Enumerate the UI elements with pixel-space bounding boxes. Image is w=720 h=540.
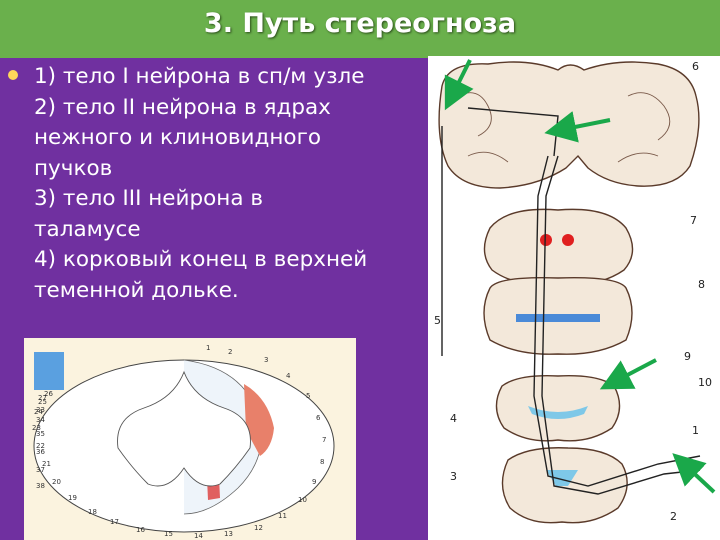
label-left-fig-25: 25 bbox=[38, 398, 47, 406]
text-line-6: таламусе bbox=[34, 216, 141, 242]
text-line-7: 4) корковый конец в верхней bbox=[34, 247, 368, 272]
label-left-fig-15: 15 bbox=[164, 530, 173, 538]
label-left-fig-3: 3 bbox=[264, 356, 268, 364]
gray-matter bbox=[117, 370, 251, 487]
label-left-fig-36: 36 bbox=[36, 448, 45, 456]
bullet-text: 1) тело I нейрона в сп/м узле 2) тело II… bbox=[34, 62, 434, 306]
label-left-fig-7: 7 bbox=[322, 436, 326, 444]
midbrain-section bbox=[483, 208, 634, 286]
label-left-fig-6: 6 bbox=[316, 414, 321, 422]
bullet-icon bbox=[8, 70, 18, 80]
blue-tract-top-left bbox=[34, 352, 64, 390]
label-left-fig-27: 27 bbox=[38, 394, 47, 402]
label-left-fig-16: 16 bbox=[136, 526, 145, 534]
text-line-3: нежного и клиновидного bbox=[34, 125, 322, 150]
label-left-fig-37: 37 bbox=[36, 466, 45, 474]
label-left-fig-8: 8 bbox=[320, 458, 324, 466]
title-bar bbox=[0, 0, 720, 58]
label-3: 3 bbox=[450, 470, 457, 483]
label-left-fig-14: 14 bbox=[194, 532, 203, 540]
medulla-section bbox=[495, 375, 621, 442]
medial-lemniscus-medulla bbox=[528, 406, 588, 419]
label-left-fig-9: 9 bbox=[312, 478, 316, 486]
label-left-fig-18: 18 bbox=[88, 508, 97, 516]
text-line-5: 3) тело III нейрона в bbox=[34, 186, 264, 211]
slide-title: 3. Путь стереогноза bbox=[203, 8, 517, 39]
label-left-fig-24: 24 bbox=[34, 408, 43, 416]
label-left-fig-21: 21 bbox=[42, 460, 51, 468]
label-left-fig-1: 1 bbox=[206, 344, 210, 352]
pathway-line-2 bbox=[541, 155, 701, 495]
label-left-fig-11: 11 bbox=[278, 512, 287, 520]
label-left-fig-4: 4 bbox=[286, 372, 291, 380]
label-left-fig-38: 38 bbox=[36, 482, 45, 490]
red-nucleus-right bbox=[562, 234, 574, 246]
label-left-fig-2: 2 bbox=[228, 348, 232, 356]
label-8: 8 bbox=[698, 278, 705, 291]
label-1: 1 bbox=[692, 424, 699, 437]
spinal-cord-svg: 1 2 3 4 5 6 7 8 9 10 11 12 13 14 15 16 1… bbox=[32, 344, 335, 540]
label-left-fig-17: 17 bbox=[110, 518, 119, 526]
medial-lemniscus-pons bbox=[516, 314, 600, 322]
label-left-fig-26: 26 bbox=[44, 390, 53, 398]
label-10: 10 bbox=[698, 376, 712, 389]
label-left-fig-35: 35 bbox=[36, 430, 45, 438]
pathway-diagram: 6 7 8 5 9 10 4 1 3 2 bbox=[428, 56, 720, 540]
label-left-fig-13: 13 bbox=[224, 530, 233, 538]
label-left-fig-10: 10 bbox=[298, 496, 307, 504]
label-7: 7 bbox=[690, 214, 697, 227]
label-left-fig-22: 22 bbox=[36, 442, 45, 450]
text-line-8: теменной дольке. bbox=[34, 277, 239, 303]
text-line-4: пучков bbox=[34, 155, 113, 181]
label-left-fig-20: 20 bbox=[52, 478, 61, 486]
red-nucleus-left bbox=[540, 234, 552, 246]
label-left-fig-34: 34 bbox=[36, 416, 45, 424]
label-left-fig-5: 5 bbox=[306, 392, 310, 400]
spinal-cord-diagram: 1 2 3 4 5 6 7 8 9 10 11 12 13 14 15 16 1… bbox=[24, 338, 356, 540]
label-left-fig-23: 23 bbox=[32, 424, 41, 432]
label-5: 5 bbox=[434, 314, 441, 327]
label-2: 2 bbox=[670, 510, 677, 523]
label-4: 4 bbox=[450, 412, 457, 425]
brain-section bbox=[438, 61, 700, 189]
label-left-fig-19: 19 bbox=[68, 494, 77, 502]
text-line-2: 2) тело II нейрона в ядрах bbox=[34, 94, 331, 120]
red-tract-right bbox=[244, 384, 274, 456]
pathway-line-1 bbox=[533, 155, 701, 487]
label-left-fig-33: 33 bbox=[36, 406, 45, 414]
label-9: 9 bbox=[684, 350, 691, 363]
pathway-svg: 6 7 8 5 9 10 4 1 3 2 bbox=[434, 60, 712, 524]
label-left-fig-12: 12 bbox=[254, 524, 263, 532]
text-line-1: 1) тело I нейрона в сп/м узле bbox=[34, 64, 365, 89]
label-6: 6 bbox=[692, 60, 699, 73]
